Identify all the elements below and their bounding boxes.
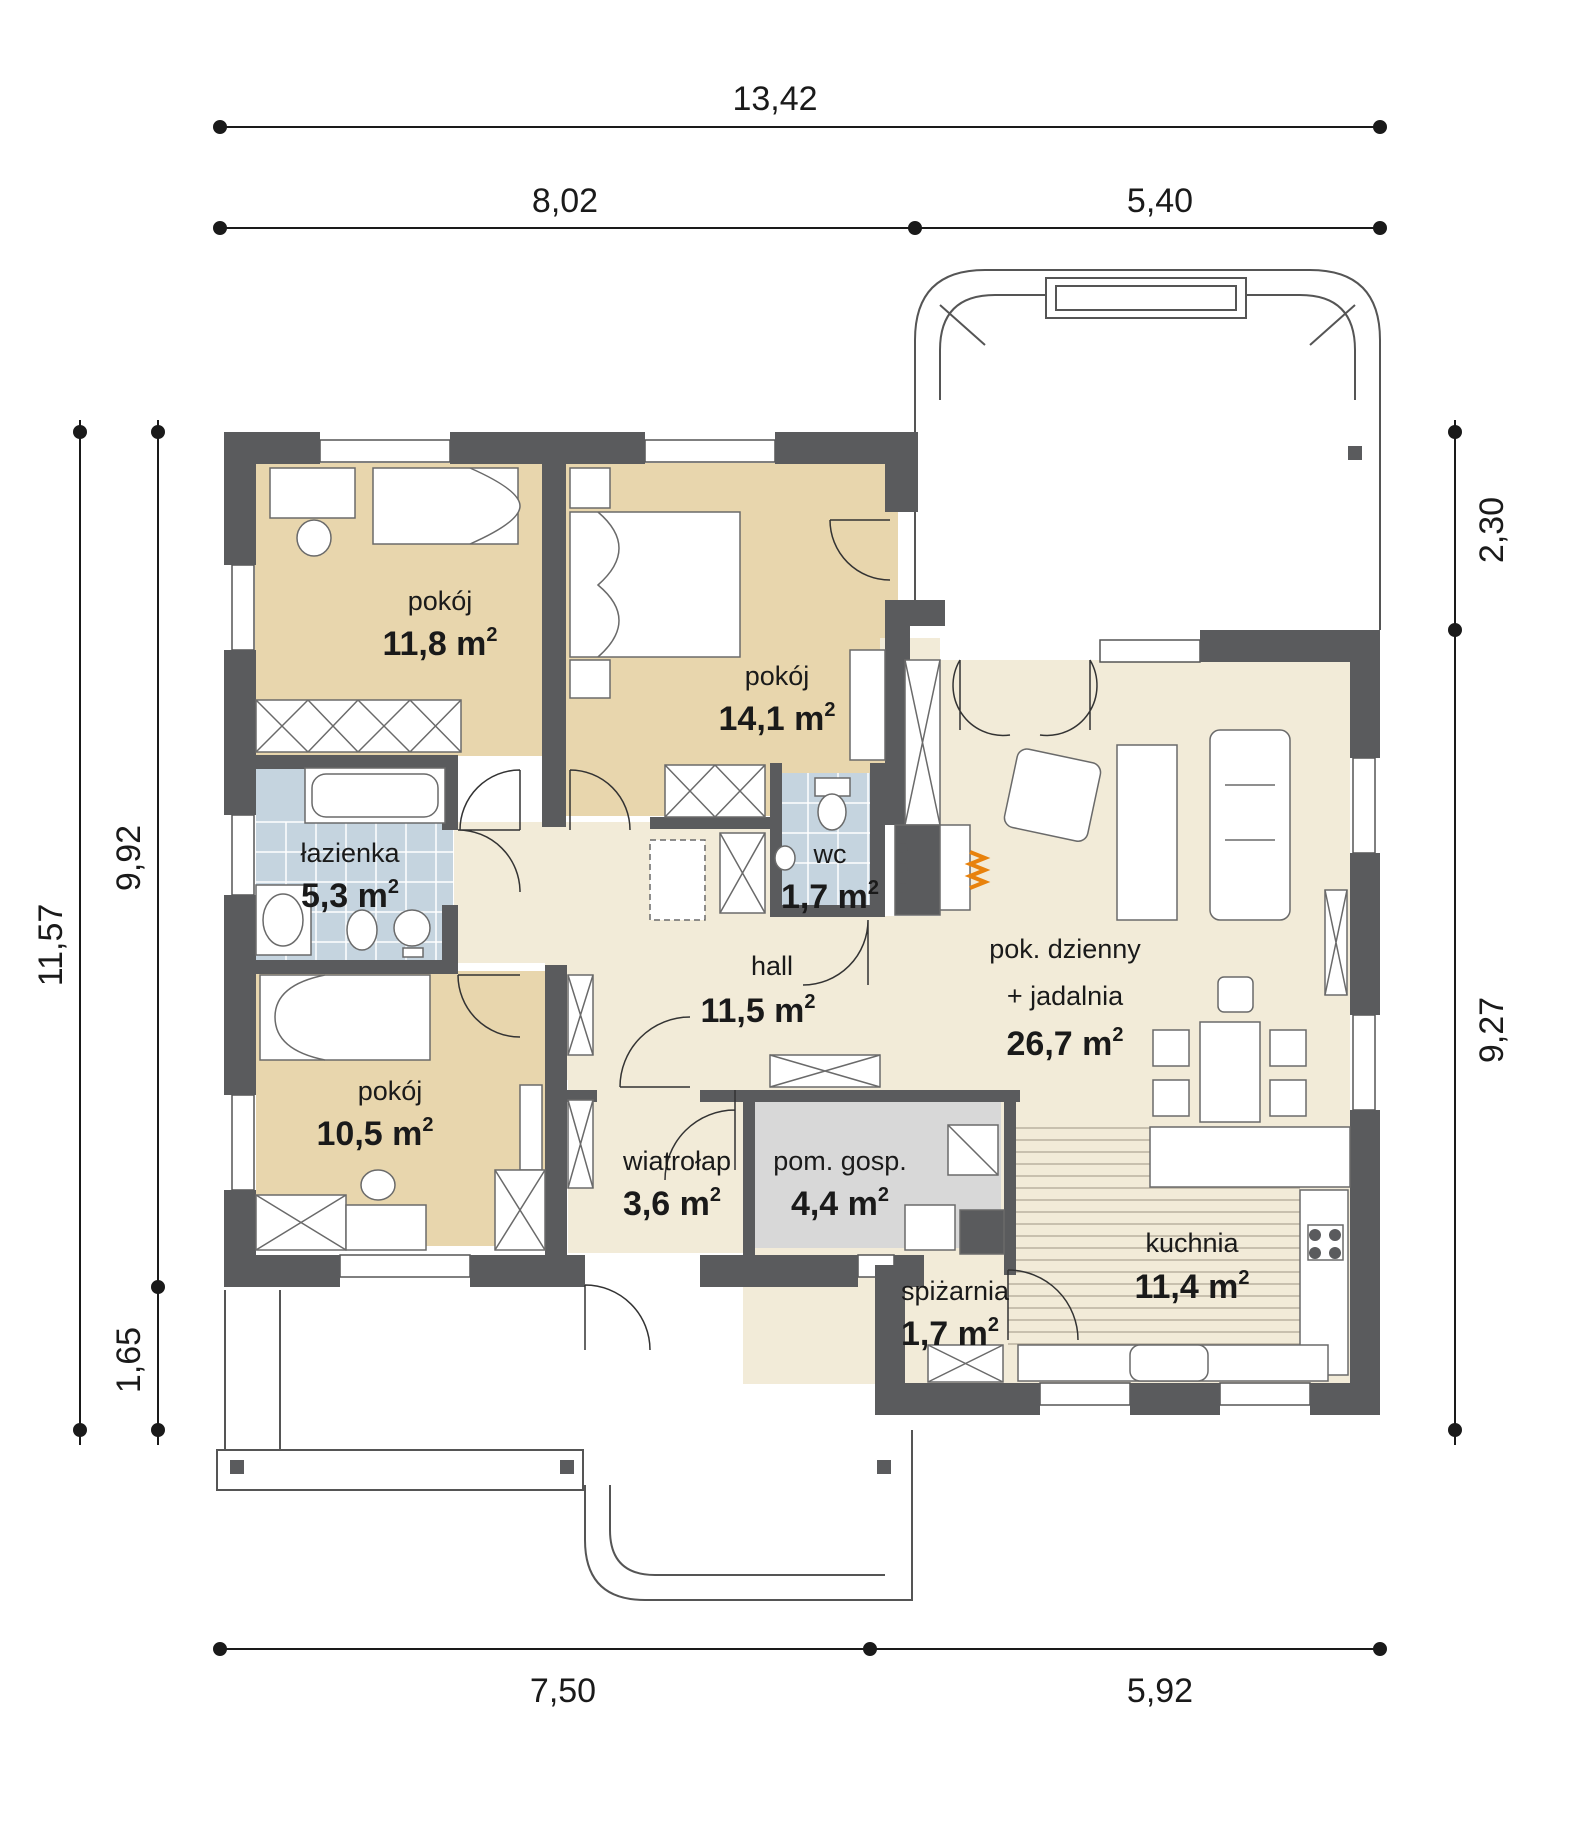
room-area-pokoj-nw: 11,8 m2: [382, 624, 497, 663]
dim-bottom-left: 7,50: [530, 1672, 596, 1710]
room-area-living: 26,7 m2: [1007, 1024, 1124, 1063]
fireplace-flame-icon: [964, 850, 991, 890]
dim-top-left: 8,02: [532, 182, 598, 220]
room-name-hall: hall: [751, 951, 793, 981]
dim-left-upper: 9,92: [110, 825, 148, 891]
walls: [224, 432, 1380, 1415]
room-area-wc: 1,7 m2: [781, 877, 879, 916]
kitchen-floor-stripes: [1008, 1127, 1300, 1345]
room-area-spizarnia: 1,7 m2: [901, 1314, 999, 1353]
dim-right-lower: 9,27: [1473, 997, 1511, 1063]
dim-left-total: 11,57: [32, 904, 70, 987]
room-name-kuchnia: kuchnia: [1145, 1228, 1239, 1258]
dim-right-upper: 2,30: [1473, 497, 1511, 563]
room-name-living-1: pok. dzienny: [989, 934, 1141, 964]
dimension-labels: 13,42 8,02 5,40 7,50 5,92 11,57 9,92 1,6…: [32, 80, 1511, 1710]
room-name-wiatrolap: wiatrołap: [622, 1146, 731, 1176]
room-name-pokoj-nw: pokój: [408, 586, 473, 616]
room-name-pokoj-sw: pokój: [358, 1076, 423, 1106]
room-name-lazienka: łazienka: [300, 838, 400, 868]
room-area-pom-gosp: 4,4 m2: [791, 1184, 889, 1223]
burners: [898, 843, 1341, 1259]
room-labels: pokój 11,8 m2 pokój 14,1 m2 łazienka 5,3…: [300, 586, 1249, 1353]
room-name-spizarnia: spiżarnia: [901, 1276, 1010, 1306]
room-area-hall: 11,5 m2: [700, 991, 815, 1030]
room-area-lazienka: 5,3 m2: [301, 876, 399, 915]
dimension-lines: [73, 120, 1462, 1656]
dim-bottom-right: 5,92: [1127, 1672, 1193, 1710]
room-name-pom-gosp: pom. gosp.: [773, 1146, 907, 1176]
room-name-pokoj-n: pokój: [745, 661, 810, 691]
dim-top-total: 13,42: [732, 80, 817, 118]
dim-top-right: 5,40: [1127, 182, 1193, 220]
terrace-north: [914, 269, 1381, 630]
terrace-south: [224, 1290, 281, 1451]
room-area-pokoj-n: 14,1 m2: [719, 699, 836, 738]
terraces: [216, 269, 1381, 1601]
room-area-wiatrolap: 3,6 m2: [623, 1184, 721, 1223]
room-area-kuchnia: 11,4 m2: [1134, 1267, 1249, 1306]
room-area-pokoj-sw: 10,5 m2: [317, 1114, 434, 1153]
room-name-living-2: + jadalnia: [1007, 981, 1124, 1011]
dim-left-lower: 1,65: [110, 1327, 148, 1393]
room-name-wc: wc: [813, 839, 847, 869]
doors: [457, 519, 1098, 1351]
